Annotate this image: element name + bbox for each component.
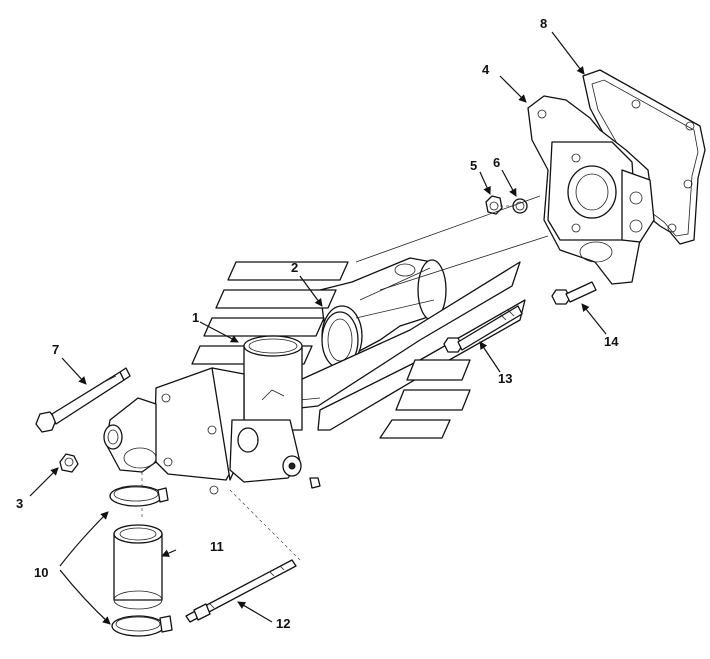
stud-part	[185, 559, 297, 623]
hose-part	[113, 524, 163, 610]
elbow-fitting-part	[103, 397, 157, 473]
sleeve-part	[243, 335, 303, 431]
callout-3: 3	[16, 496, 23, 511]
callout-8: 8	[540, 16, 547, 31]
callout-6: 6	[493, 155, 500, 170]
long-screw-part	[35, 367, 131, 433]
callout-13: 13	[498, 371, 512, 386]
callout-12: 12	[276, 616, 290, 631]
o-ring-part	[500, 198, 528, 214]
callout-leaders	[29, 31, 607, 625]
callout-4: 4	[482, 62, 490, 77]
washer-part	[485, 195, 503, 215]
callout-labels: 1 2 3 4 5 6 7 8 10 11 12 13 14	[16, 16, 619, 631]
callout-1: 1	[192, 310, 199, 325]
callout-2: 2	[291, 260, 298, 275]
hose-clamp-lower	[111, 615, 173, 637]
hose-clamp-upper	[109, 485, 169, 507]
callout-10: 10	[34, 565, 48, 580]
nut-part	[59, 453, 79, 473]
bolt-13-part	[443, 305, 523, 353]
callout-14: 14	[604, 334, 619, 349]
flange-plate-part	[527, 95, 655, 285]
callout-11: 11	[210, 539, 224, 554]
callout-7: 7	[52, 342, 59, 357]
bolt-14-part	[551, 281, 597, 305]
housing-part	[141, 367, 321, 561]
callout-5: 5	[470, 158, 477, 173]
